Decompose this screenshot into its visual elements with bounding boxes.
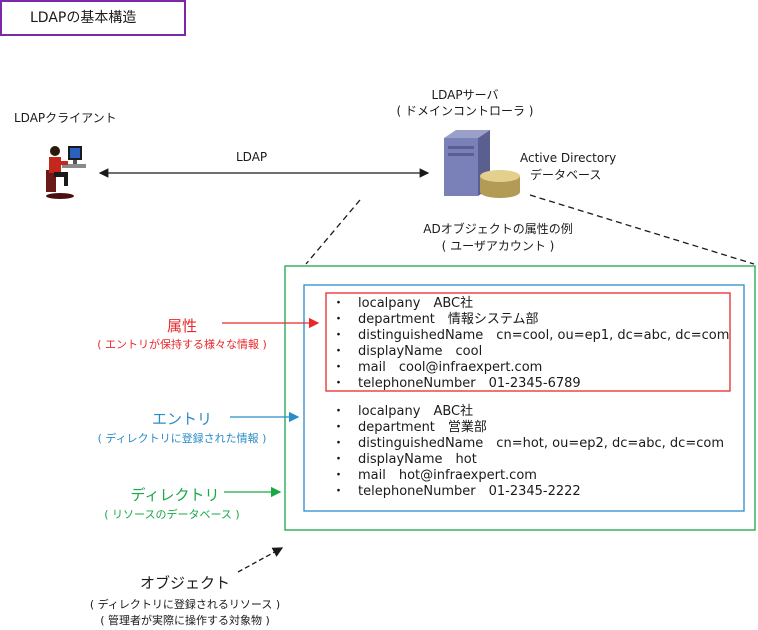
database-icon	[480, 170, 520, 198]
attribute-legend-label: 属性	[166, 317, 197, 335]
attribute-legend-sublabel: ( エントリが保持する様々な情報 )	[97, 338, 267, 351]
object-legend-label: オブジェクト	[139, 574, 230, 592]
object-legend-sublabel-1: ( ディレクトリに登録されるリソース )	[89, 598, 281, 611]
directory-legend-label: ディレクトリ	[130, 486, 220, 504]
ad-object-sublabel: ( ユーザアカウント )	[441, 239, 555, 253]
entry-legend-label: エントリ	[151, 410, 212, 428]
zoom-line-left	[305, 199, 361, 265]
entry-2-attribute-list: localpany ABC社 department 営業部 distinguis…	[330, 404, 724, 500]
attribute-item: mail hot@infraexpert.com	[330, 468, 724, 484]
attribute-item: mail cool@infraexpert.com	[330, 360, 729, 376]
attribute-item: displayName hot	[330, 452, 724, 468]
object-arrow	[237, 547, 284, 573]
page-title: LDAPの基本構造	[0, 0, 186, 36]
zoom-line-right	[529, 194, 755, 265]
database-label-line1: Active Directory	[520, 151, 617, 165]
attribute-item: localpany ABC社	[330, 404, 724, 420]
directory-legend-sublabel: ( リソースのデータベース )	[104, 508, 240, 521]
protocol-label: LDAP	[236, 150, 268, 164]
entry-box	[303, 284, 745, 512]
directory-box	[284, 265, 756, 531]
server-label: LDAPサーバ	[431, 88, 499, 102]
attribute-item: distinguishedName cn=cool, ou=ep1, dc=ab…	[330, 328, 729, 344]
client-label: LDAPクライアント	[14, 111, 117, 125]
attribute-item: telephoneNumber 01-2345-2222	[330, 484, 724, 500]
attribute-item: department 情報システム部	[330, 312, 729, 328]
server-sublabel: ( ドメインコントローラ )	[396, 104, 534, 118]
attribute-item: displayName cool	[330, 344, 729, 360]
database-label-line2: データベース	[530, 168, 602, 182]
entry-1-attribute-list: localpany ABC社 department 情報システム部 distin…	[330, 296, 729, 392]
object-legend-sublabel-2: ( 管理者が実際に操作する対象物 )	[100, 614, 270, 627]
entry-legend-sublabel: ( ディレクトリに登録された情報 )	[97, 432, 267, 445]
client-person-icon	[46, 146, 86, 199]
attribute-item: localpany ABC社	[330, 296, 729, 312]
attribute-item: telephoneNumber 01-2345-6789	[330, 376, 729, 392]
attribute-item: department 営業部	[330, 420, 724, 436]
attribute-item: distinguishedName cn=hot, ou=ep2, dc=abc…	[330, 436, 724, 452]
ad-object-label: ADオブジェクトの属性の例	[423, 222, 573, 236]
